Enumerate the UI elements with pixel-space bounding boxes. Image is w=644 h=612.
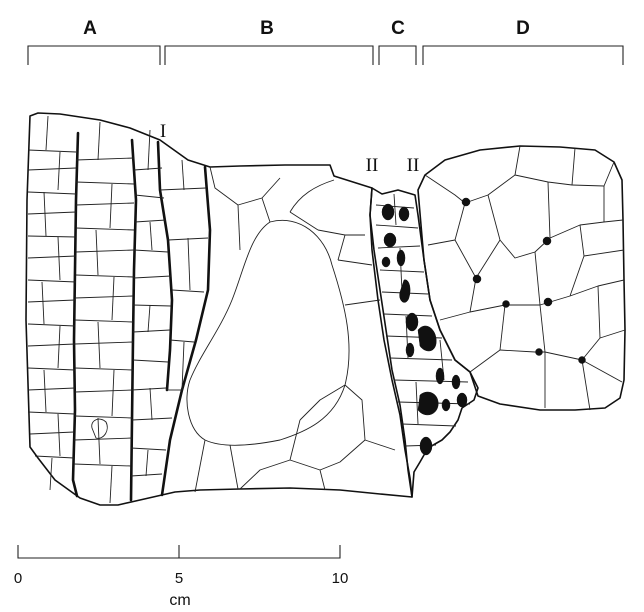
boundary-marker-i: I <box>160 121 166 142</box>
boundary-i-line <box>162 167 210 495</box>
zone-label-d: D <box>516 18 530 39</box>
scale-tick-5: 5 <box>175 570 183 587</box>
scale-unit: cm <box>169 592 190 609</box>
zone-d-triple-junction-dots <box>462 198 586 364</box>
zone-label-c: C <box>391 18 405 39</box>
zone-bracket-a <box>28 46 160 65</box>
zone-d-block <box>418 146 625 410</box>
zone-label-a: A <box>83 18 97 39</box>
zone-c-inclusions <box>382 204 467 455</box>
zone-bracket-c <box>379 46 416 65</box>
boundary-marker-ii-left: II <box>366 155 379 176</box>
zone-bracket-b <box>165 46 373 65</box>
scale-bar: 0 5 10 cm <box>14 545 349 609</box>
scale-tick-0: 0 <box>14 570 22 587</box>
zone-label-b: B <box>260 18 274 39</box>
specimen-main-block <box>26 113 412 505</box>
grain-boundary-a1 <box>73 133 78 496</box>
grain-boundary-a3 <box>158 142 172 390</box>
zone-b-grains <box>187 167 395 492</box>
boundary-marker-ii-right: II <box>407 155 420 176</box>
zone-c-band <box>370 188 478 497</box>
zone-a-cells <box>28 116 208 503</box>
scale-tick-10: 10 <box>332 570 349 587</box>
zone-bracket-d <box>423 46 623 65</box>
grain-boundary-a2 <box>131 140 136 500</box>
